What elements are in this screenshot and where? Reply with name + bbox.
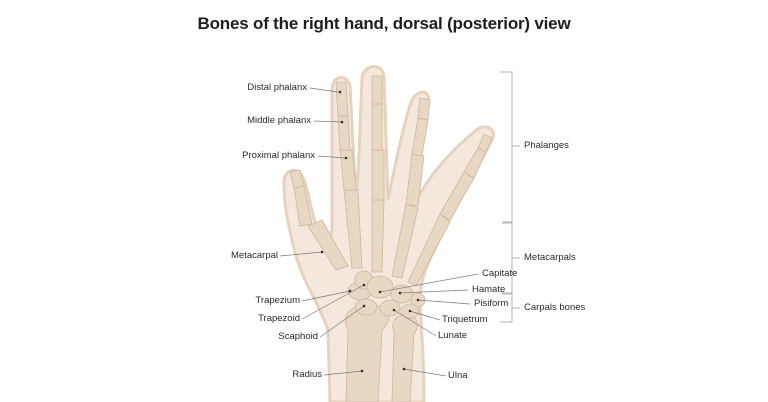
group-label-carpals: Carpals bones [524,302,586,313]
group-label-phalanges: Phalanges [524,140,569,151]
label-radius: Radius [292,369,322,380]
leader-lines [279,87,479,377]
skin-silhouette [282,65,495,402]
marker-dots [320,90,420,373]
label-capitate: Capitate [482,268,518,279]
label-lunate: Lunate [438,330,468,341]
group-brackets [500,71,520,323]
label-pisiform: Pisiform [474,298,509,309]
bones [289,75,493,402]
label-trapezium: Trapezium [255,295,300,306]
label-metacarpal: Metacarpal [231,250,278,261]
label-ulna: Ulna [448,370,468,381]
label-trapezoid: Trapezoid [258,313,300,324]
diagram-title: Bones of the right hand, dorsal (posteri… [197,14,571,33]
label-middle-phalanx: Middle phalanx [247,115,311,126]
label-hamate: Hamate [472,284,506,295]
label-proximal-phalanx: Proximal phalanx [242,150,315,161]
label-triquetrum: Triquetrum [442,314,488,325]
label-distal-phalanx: Distal phalanx [247,82,307,93]
label-scaphoid: Scaphoid [278,331,318,342]
group-label-metacarpals: Metacarpals [524,252,576,263]
